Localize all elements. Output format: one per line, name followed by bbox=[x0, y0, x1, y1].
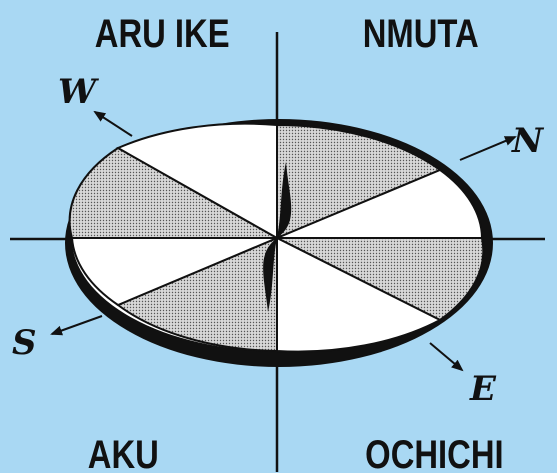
north-arrow bbox=[460, 137, 515, 160]
east-arrow bbox=[430, 343, 462, 370]
label-bottom-left: AKU bbox=[88, 432, 159, 473]
south-arrow bbox=[52, 316, 102, 334]
direction-east: E bbox=[469, 369, 497, 409]
direction-north: N bbox=[511, 121, 545, 161]
label-top-left: ARU IKE bbox=[95, 11, 230, 56]
west-arrow bbox=[95, 112, 132, 136]
direction-west: W bbox=[58, 72, 99, 112]
label-bottom-right: OCHICHI bbox=[365, 432, 503, 473]
direction-south: S bbox=[12, 323, 37, 363]
label-top-right: NMUTA bbox=[363, 11, 479, 56]
